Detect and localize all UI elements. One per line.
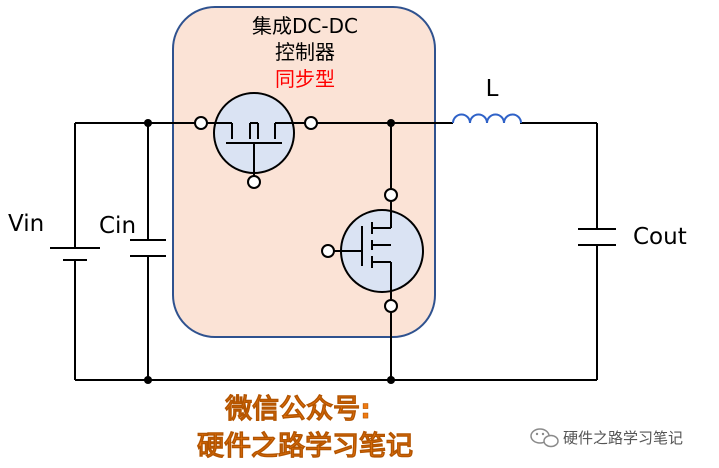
inductor-coil — [452, 113, 522, 124]
high-side-drain-terminal — [304, 116, 318, 130]
vin-label: Vin — [8, 211, 44, 237]
watermark-corner-text: 硬件之路学习笔记 — [563, 429, 683, 447]
watermark-line1: 微信公众号: — [224, 394, 371, 425]
low-side-source-terminal — [384, 299, 398, 313]
wechat-icon — [530, 428, 559, 448]
inductor-label: L — [486, 76, 499, 102]
high-side-gate-terminal — [247, 175, 261, 189]
cout-label: Cout — [633, 224, 687, 250]
watermark-line2: 硬件之路学习笔记 — [197, 430, 413, 462]
junction-dots — [144, 119, 395, 384]
cin-capacitor-symbol — [130, 239, 166, 257]
vin-battery-symbol — [50, 247, 100, 261]
high-side-mosfet — [207, 92, 305, 176]
cout-capacitor-symbol — [578, 228, 616, 246]
low-side-gate-terminal — [321, 244, 335, 258]
high-side-source-terminal — [194, 116, 208, 130]
low-side-mosfet — [334, 201, 424, 300]
sync-type-label: 同步型 — [275, 67, 335, 91]
circuit-wires — [74, 122, 598, 381]
controller-subtitle: 控制器 — [275, 40, 335, 64]
low-side-drain-terminal — [384, 188, 398, 202]
controller-title: 集成DC-DC — [252, 14, 358, 38]
cin-label: Cin — [99, 213, 136, 239]
